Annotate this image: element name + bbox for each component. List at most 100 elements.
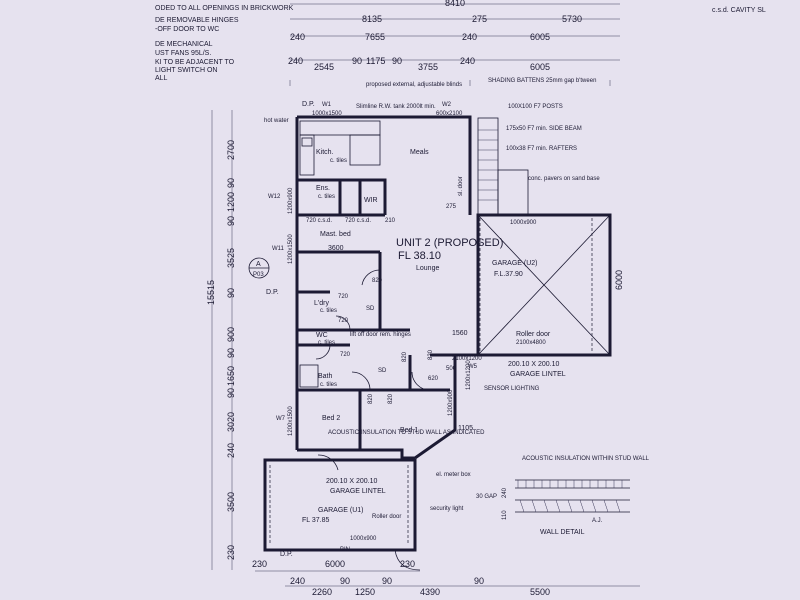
dim-note: 1560 [452, 330, 468, 337]
dim-text: 1200 [226, 192, 236, 212]
room-label-kitchen: Kitch. [316, 149, 334, 156]
dim-text: 90 [382, 576, 392, 586]
dim-note: 1105 [458, 425, 473, 432]
room-label-lounge: Lounge [416, 265, 439, 272]
smoke-detector: SD [366, 306, 375, 312]
rafters-note: 100x38 F7 min. RAFTERS [506, 146, 577, 152]
dim-text: 900 [226, 327, 236, 342]
note-line: KI TO BE ADJACENT TO [155, 59, 235, 66]
window-label: W7 [276, 416, 286, 422]
note-top-right: c.s.d. CAVITY SL [712, 7, 766, 14]
dim-text: 2260 [312, 587, 332, 597]
window-label: W11 [272, 246, 285, 252]
window-size: 2100x1200 [452, 356, 482, 362]
window-size: 1200x900 [448, 389, 454, 416]
dim-text: 90 [226, 216, 236, 226]
window-size: 1000x900 [510, 220, 537, 226]
dim-note: 210 [385, 218, 396, 224]
roller-door-u1: Roller door [372, 514, 401, 520]
room-label-wc: WC [316, 332, 328, 339]
finish-note: c. tiles [320, 308, 337, 314]
room-label-bed2: Bed 2 [322, 415, 340, 422]
dim-text: 90 [340, 576, 350, 586]
dim-text: 90 [226, 348, 236, 358]
dim-text: 275 [472, 14, 487, 24]
door-note: lift off door rem. hinges [350, 332, 411, 338]
finish-note: c. tiles [320, 382, 337, 388]
dim-text: 3525 [226, 248, 236, 268]
window-size: 1200x1500 [288, 234, 294, 264]
roller-door-u2: Roller door [516, 331, 551, 338]
dimensions-bottom: 230 6000 230 240 2260 90 1250 90 4390 90… [252, 559, 640, 597]
downpipe-label: D.P. [302, 101, 315, 108]
pavers-note: conc. pavers on sand base [528, 176, 600, 182]
finish-note: c. tiles [318, 340, 335, 346]
unit2-walls [295, 115, 480, 460]
dim-text: 230 [252, 559, 267, 569]
smoke-detector: SD [378, 368, 387, 374]
dim-text: 240 [290, 576, 305, 586]
window-label: W12 [268, 194, 281, 200]
dim-text: 3500 [226, 492, 236, 512]
room-label-meals: Meals [410, 149, 429, 156]
note-line: UST FANS 95L/S. [155, 50, 211, 57]
dim-text: 6005 [530, 32, 550, 42]
dim-note: 620 [428, 376, 439, 382]
finish-note: c. tiles [330, 158, 347, 164]
door-note: 820 [368, 393, 374, 404]
plan-labels: D.P. W1 1000x1500 proposed external, adj… [264, 78, 624, 558]
room-label-bed1: Bed 1 [400, 427, 418, 434]
dim-text: 8135 [362, 14, 382, 24]
unit-floor-level: FL 38.10 [398, 250, 441, 262]
dim-text: 2545 [314, 62, 334, 72]
dim-text: 1250 [355, 587, 375, 597]
hot-water-label: hot water [264, 118, 289, 124]
battens-note: SHADING BATTENS 25mm gap b'tween [488, 78, 596, 84]
security-light-note: security light [430, 506, 464, 512]
room-label-ensuite: Ens. [316, 185, 330, 192]
wall-detail-note: ACOUSTIC INSULATION WITHIN STUD WALL [522, 456, 650, 462]
pergola [477, 117, 529, 217]
garage-u2-title: GARAGE (U2) [492, 260, 538, 267]
blinds-note: proposed external, adjustable blinds [366, 82, 462, 88]
window-size: 1000x1500 [312, 111, 342, 117]
dim-text: 90 [352, 56, 362, 66]
dim-text: 90 [226, 178, 236, 188]
section-letter: A [256, 261, 261, 268]
bin-label: BIN [340, 547, 350, 553]
door-note: 820 [428, 349, 434, 360]
tank-note: Slimline R.W. tank 2000lt min. [356, 104, 436, 110]
door-note: 720 [340, 352, 351, 358]
meter-box-note: el. meter box [436, 472, 471, 478]
wall-detail-dim: 110 [502, 510, 508, 520]
note-line: ALL [155, 75, 168, 82]
window-size: 1200x900 [288, 187, 294, 214]
lintel-u1-label: GARAGE LINTEL [330, 488, 386, 495]
dim-text: 90 [226, 388, 236, 398]
note-line: DE REMOVABLE HINGES [155, 17, 239, 24]
room-label-bath: Bath [318, 373, 333, 380]
garage-u1-floor-level: FL 37.85 [302, 517, 329, 524]
dim-text: 1650 [226, 366, 236, 386]
door-note: 820 [372, 278, 383, 284]
dimensions-top: 8410 8135 275 5730 240 7655 240 6005 240… [288, 0, 620, 86]
wall-detail: ACOUSTIC INSULATION WITHIN STUD WALL 30 … [476, 456, 650, 536]
dim-text: 240 [462, 32, 477, 42]
section-marker: A P03 [248, 257, 270, 279]
dim-text: 240 [226, 443, 236, 458]
garage-u1 [263, 458, 421, 571]
dim-text: 240 [290, 32, 305, 42]
dim-text: 90 [226, 288, 236, 298]
garage-u2 [476, 213, 612, 357]
acoustic-note: ACOUSTIC INSULATION TO STUD WALL AS INDI… [328, 430, 485, 436]
door-note: 820 [402, 351, 408, 362]
wall-detail-joint: A.J. [592, 518, 603, 524]
dim-note: 275 [446, 204, 457, 210]
door-note: 720 c.s.d. [345, 218, 371, 224]
dim-text: 2700 [226, 140, 236, 160]
window-label: W2 [442, 102, 452, 108]
dim-text: 90 [392, 56, 402, 66]
downpipe-label: D.P. [266, 289, 279, 296]
dim-text: 4390 [420, 587, 440, 597]
